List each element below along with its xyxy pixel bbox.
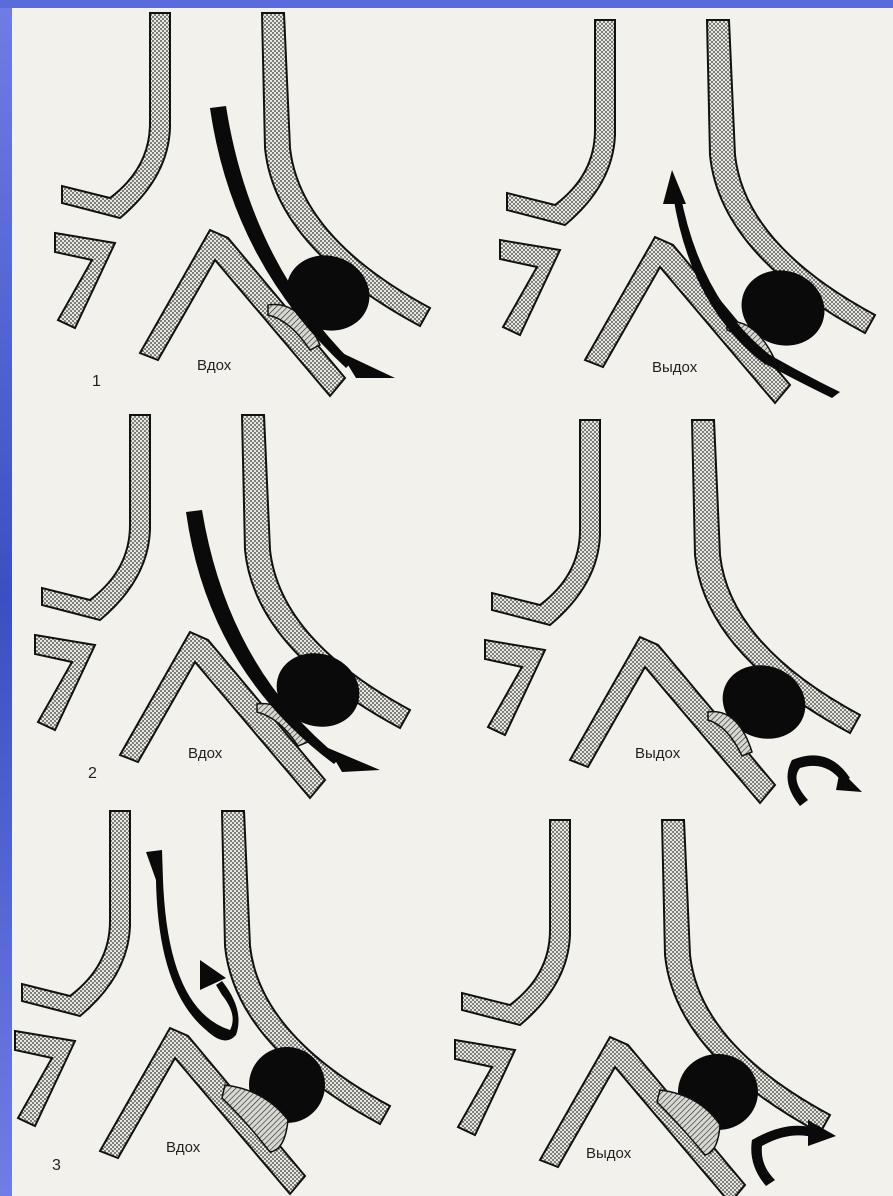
row-1-inhale-label: Вдох — [197, 357, 232, 374]
arrowhead — [836, 770, 862, 792]
arrowhead — [663, 170, 686, 204]
row-3-inhale-label: Вдох — [166, 1139, 201, 1156]
row-3-number: 3 — [52, 1157, 61, 1174]
row-2-exhale-label: Выдох — [635, 745, 681, 762]
row-1-inhale-panel — [55, 13, 430, 396]
row-2-number: 2 — [88, 765, 97, 782]
row-1-exhale-label: Выдох — [652, 359, 698, 376]
row-2-inhale-label: Вдох — [188, 745, 223, 762]
row-3-exhale-panel — [455, 820, 836, 1196]
row-1-number: 1 — [92, 373, 101, 390]
row-1-exhale-panel — [500, 20, 875, 403]
row-3-inhale-panel — [15, 811, 390, 1194]
row-3-exhale-label: Выдох — [586, 1145, 632, 1162]
arrowhead — [328, 748, 380, 772]
row-2-inhale-panel — [35, 415, 410, 798]
arrowhead — [340, 352, 395, 378]
